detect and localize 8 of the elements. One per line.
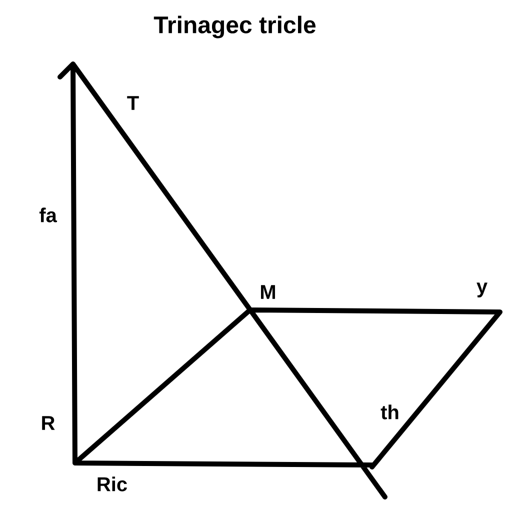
point-label: fa	[39, 208, 58, 222]
point-label: y	[476, 282, 488, 298]
point-label: T	[127, 96, 139, 110]
point-label: M	[261, 285, 275, 299]
title: Trinagec tricle	[154, 16, 316, 38]
point-label: th	[380, 404, 398, 420]
point-label: R	[42, 416, 55, 430]
point-label: Ric	[98, 476, 127, 492]
